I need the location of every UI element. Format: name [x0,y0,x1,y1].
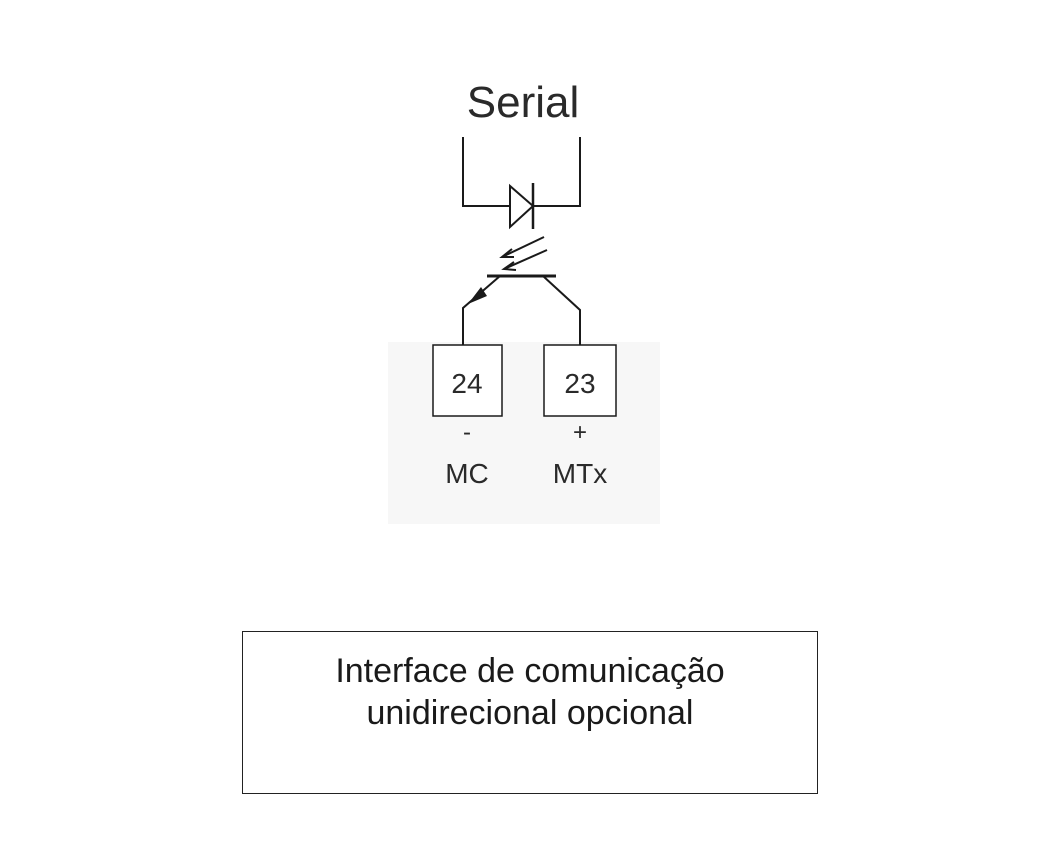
phototransistor-collector-wire [542,275,581,345]
terminal-23-polarity: + [573,419,587,446]
light-emission-arrows-icon [499,236,548,271]
terminal-23: 23 [543,344,617,417]
caption-box: Interface de comunicação unidirecional o… [242,631,818,794]
terminal-23-number: 23 [564,368,595,399]
terminal-24-polarity: - [463,419,471,446]
serial-title: Serial [467,78,580,127]
terminal-24-number: 24 [451,368,482,399]
led-diode-icon [509,183,535,230]
terminal-23-signal: MTx [553,458,607,489]
serial-left-wire [462,137,510,207]
terminal-background-panel [388,342,660,524]
phototransistor-emitter-icon [462,275,501,345]
terminal-24-signal: MC [445,458,489,489]
serial-right-wire [533,137,581,207]
caption-line-1: Interface de comunicação [335,652,725,690]
caption-line-2: unidirecional opcional [366,694,694,732]
terminal-24: 24 [432,344,503,417]
